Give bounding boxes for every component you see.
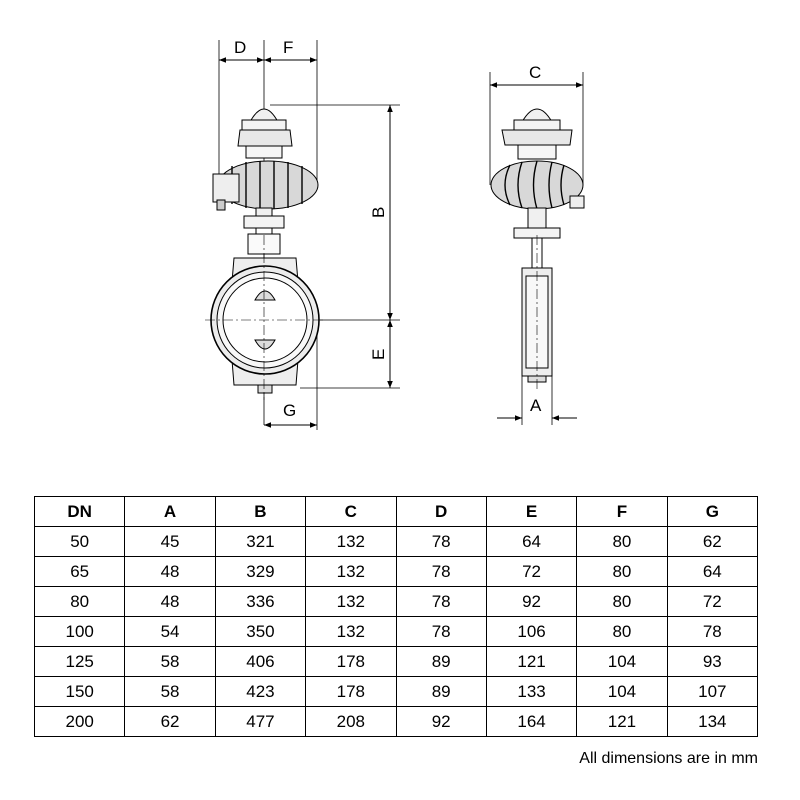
table-cell: 132 xyxy=(305,616,397,647)
front-view xyxy=(205,40,400,430)
table-cell: 134 xyxy=(666,706,759,737)
table-cell: 178 xyxy=(305,646,397,677)
table-cell: 62 xyxy=(666,526,759,557)
table-cell: 133 xyxy=(485,676,578,707)
table-cell: 72 xyxy=(666,586,759,617)
table-cell: 89 xyxy=(395,676,487,707)
table-cell: 107 xyxy=(666,676,759,707)
table-cell: 80 xyxy=(576,586,668,617)
table-cell: 477 xyxy=(214,706,307,737)
table-cell: 89 xyxy=(395,646,487,677)
table-cell: 78 xyxy=(666,616,759,647)
header-g: G xyxy=(666,496,759,527)
table-cell: 80 xyxy=(576,526,668,557)
table-cell: 121 xyxy=(485,646,578,677)
table-cell: 62 xyxy=(124,706,216,737)
table-cell: 65 xyxy=(33,556,126,587)
table-cell: 48 xyxy=(124,586,216,617)
table-cell: 58 xyxy=(124,646,216,677)
table-cell: 78 xyxy=(395,616,487,647)
dim-label-g: G xyxy=(283,401,296,420)
table-cell: 106 xyxy=(485,616,578,647)
table-cell: 208 xyxy=(305,706,397,737)
header-d: D xyxy=(395,496,487,527)
table-cell: 78 xyxy=(395,586,487,617)
table-cell: 132 xyxy=(305,556,397,587)
table-cell: 406 xyxy=(214,646,307,677)
table-cell: 164 xyxy=(485,706,578,737)
table-cell: 54 xyxy=(124,616,216,647)
table-cell: 121 xyxy=(576,706,668,737)
table-cell: 92 xyxy=(485,586,578,617)
table-cell: 45 xyxy=(124,526,216,557)
table-cell: 78 xyxy=(395,556,487,587)
table-cell: 178 xyxy=(305,676,397,707)
units-note: All dimensions are in mm xyxy=(579,750,758,767)
table-cell: 350 xyxy=(214,616,307,647)
table-cell: 80 xyxy=(576,616,668,647)
table-cell: 336 xyxy=(214,586,307,617)
table-header-row: DN A B C D E F G xyxy=(33,496,759,527)
table-cell: 72 xyxy=(485,556,578,587)
dim-label-b: B xyxy=(369,207,388,218)
table-cell: 50 xyxy=(33,526,126,557)
header-e: E xyxy=(485,496,578,527)
header-c: C xyxy=(305,496,397,527)
dim-label-f: F xyxy=(283,38,293,57)
table-cell: 58 xyxy=(124,676,216,707)
table-cell: 423 xyxy=(214,676,307,707)
header-b: B xyxy=(214,496,307,527)
table-cell: 93 xyxy=(666,646,759,677)
dim-label-d: D xyxy=(234,38,246,57)
header-dn: DN xyxy=(33,496,126,527)
table-cell: 132 xyxy=(305,586,397,617)
dim-label-e: E xyxy=(369,349,388,360)
table-cell: 80 xyxy=(33,586,126,617)
table-cell: 48 xyxy=(124,556,216,587)
table-cell: 78 xyxy=(395,526,487,557)
table-cell: 104 xyxy=(576,646,668,677)
dim-label-c: C xyxy=(529,63,541,82)
table-cell: 64 xyxy=(666,556,759,587)
table-cell: 329 xyxy=(214,556,307,587)
header-f: F xyxy=(576,496,668,527)
dim-label-a: A xyxy=(530,396,542,415)
table-cell: 321 xyxy=(214,526,307,557)
table-cell: 80 xyxy=(576,556,668,587)
table-cell: 104 xyxy=(576,676,668,707)
valve-dimension-drawing: D F C B E G A xyxy=(205,38,585,430)
table-cell: 150 xyxy=(33,676,126,707)
table-cell: 92 xyxy=(395,706,487,737)
table-cell: 64 xyxy=(485,526,578,557)
table-cell: 125 xyxy=(33,646,126,677)
table-cell: 132 xyxy=(305,526,397,557)
table-cell: 200 xyxy=(33,706,126,737)
side-view xyxy=(489,72,585,425)
header-a: A xyxy=(124,496,216,527)
table-cell: 100 xyxy=(33,616,126,647)
